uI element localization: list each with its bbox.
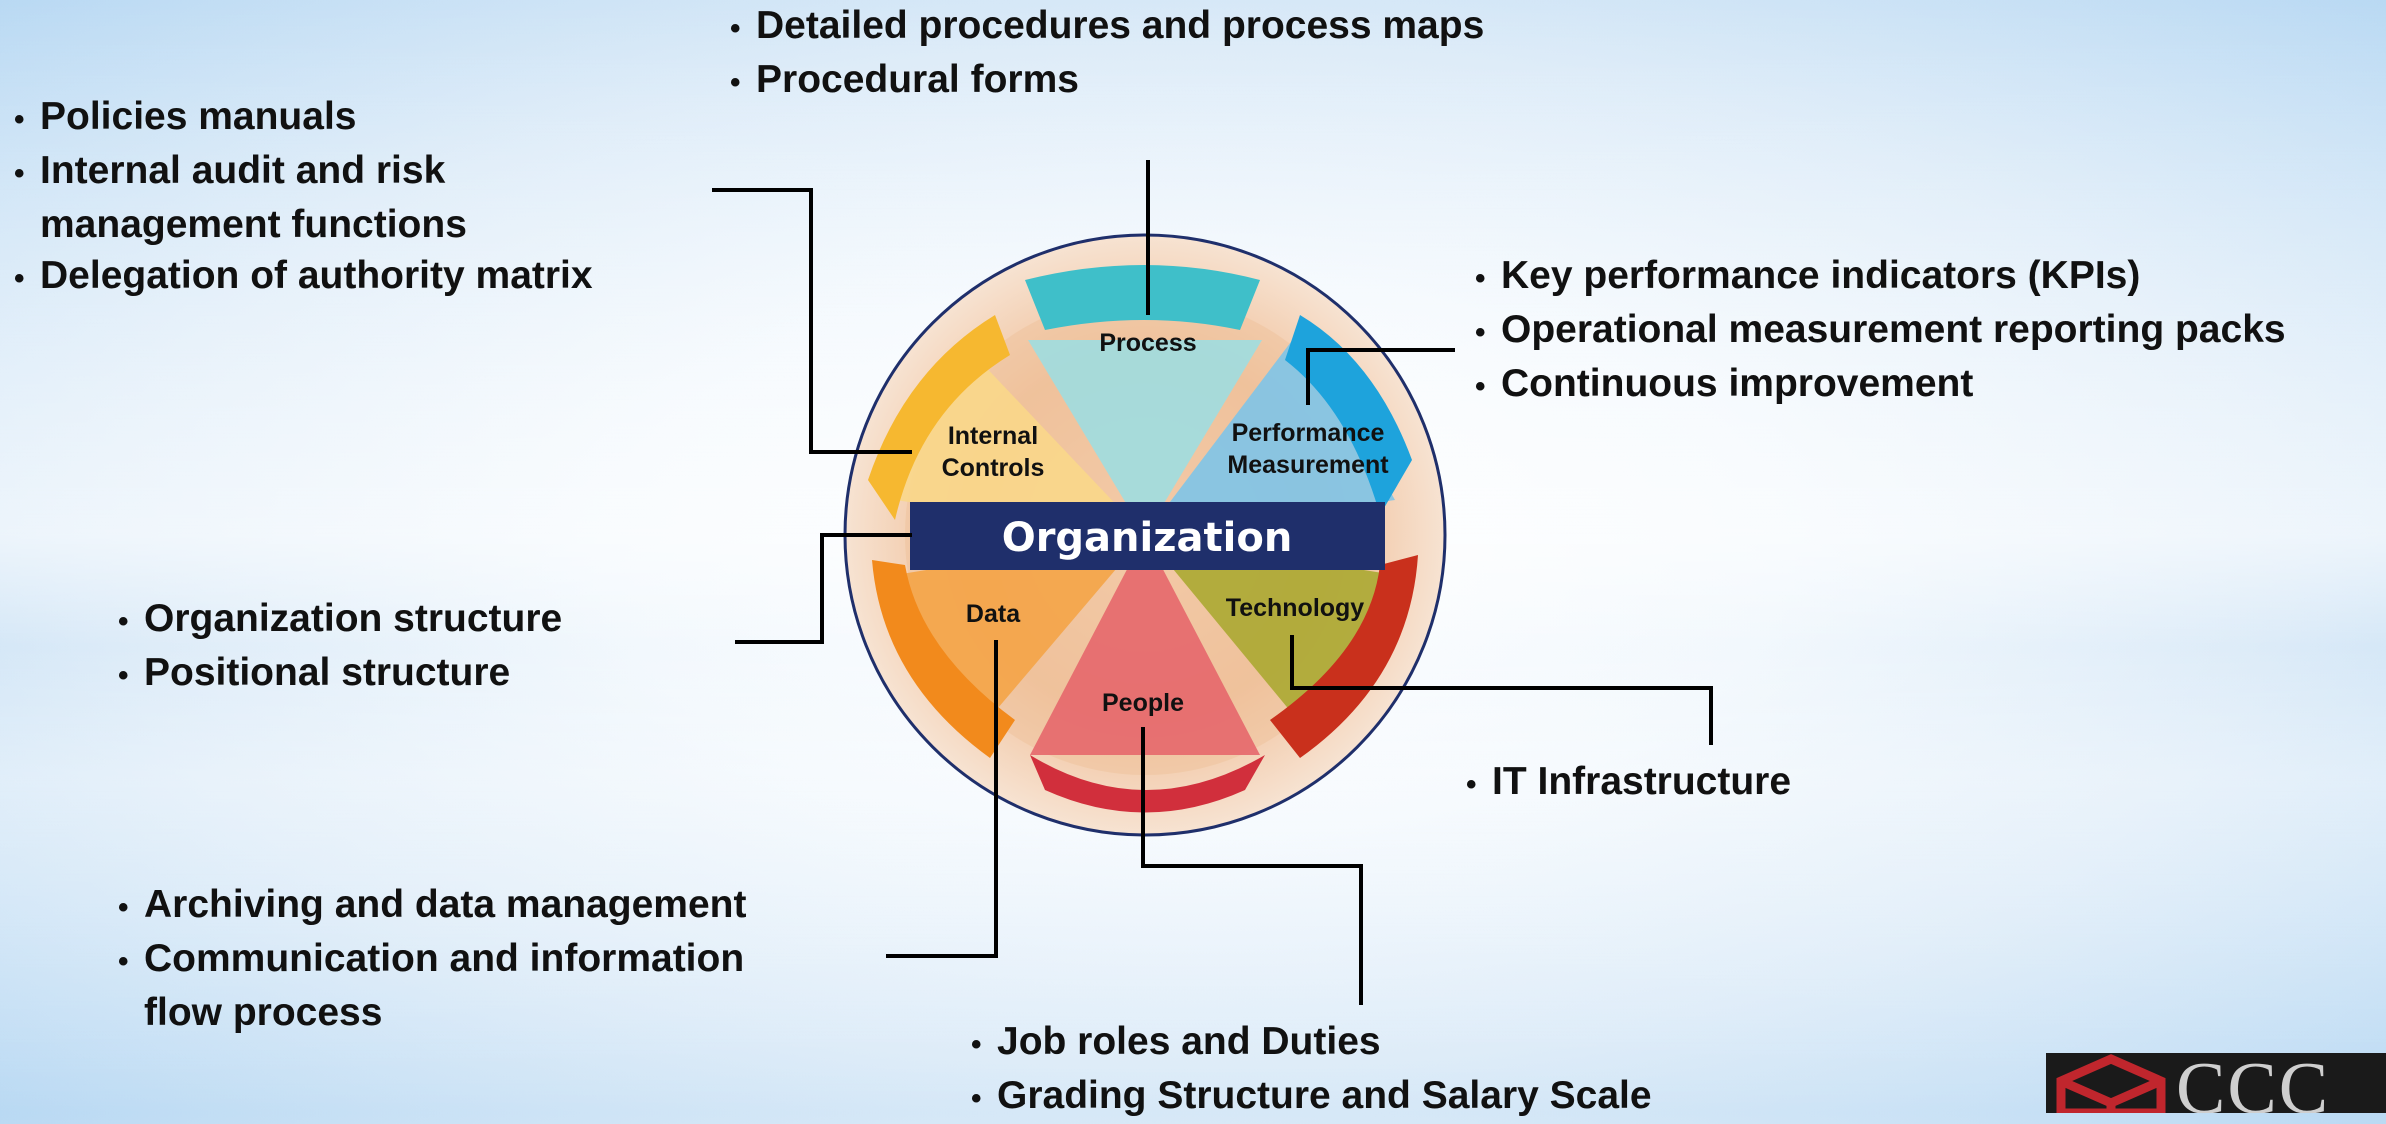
segment-label-process: Process bbox=[1099, 329, 1196, 357]
list-item: Communication and information flow proces… bbox=[118, 933, 746, 1038]
segment-label-controls: Controls bbox=[942, 454, 1045, 482]
callout-data: Archiving and data management Communicat… bbox=[118, 879, 746, 1038]
list-item: Delegation of authority matrix bbox=[14, 250, 593, 304]
list-item-line: Internal audit and risk bbox=[40, 149, 446, 192]
arc-technology bbox=[1270, 555, 1418, 758]
segment-label-performance: Performance bbox=[1232, 419, 1385, 447]
list-item: Procedural forms bbox=[730, 54, 1484, 108]
callout-internal-controls: Policies manuals Internal audit and risk… bbox=[14, 91, 593, 304]
list-item-line: management functions bbox=[40, 203, 467, 246]
list-item: Job roles and Duties bbox=[971, 1016, 1652, 1070]
list-item: IT Infrastructure bbox=[1466, 756, 1791, 810]
callout-performance: Key performance indicators (KPIs) Operat… bbox=[1475, 250, 2286, 412]
list-item: Positional structure bbox=[118, 647, 562, 701]
arc-people bbox=[1030, 755, 1265, 813]
connector-performance bbox=[1306, 348, 1455, 405]
list-item: Continuous improvement bbox=[1475, 358, 2286, 412]
segment-label-people: People bbox=[1102, 689, 1184, 717]
arc-internal-controls bbox=[868, 315, 1010, 520]
list-item: Archiving and data management bbox=[118, 879, 746, 933]
logo-text: CCC bbox=[2176, 1053, 2331, 1113]
organization-label: Organization bbox=[1002, 515, 1293, 561]
connector-technology bbox=[1290, 635, 1713, 745]
list-item: Operational measurement reporting packs bbox=[1475, 304, 2286, 358]
organization-bar bbox=[910, 502, 1385, 570]
connector-data bbox=[886, 640, 998, 958]
list-item-line: flow process bbox=[144, 991, 383, 1034]
cube-logo-icon bbox=[2056, 1054, 2166, 1113]
segment-label-technology: Technology bbox=[1226, 594, 1365, 622]
list-item: Organization structure bbox=[118, 593, 562, 647]
arc-data bbox=[872, 560, 1015, 758]
segment-label-data: Data bbox=[966, 600, 1021, 628]
list-item-line: Communication and information bbox=[144, 937, 745, 980]
company-logo: CCC bbox=[2046, 1053, 2386, 1113]
callout-organization: Organization structure Positional struct… bbox=[118, 593, 562, 701]
connector-people bbox=[1141, 727, 1363, 1005]
list-item: Detailed procedures and process maps bbox=[730, 0, 1484, 54]
list-item: Grading Structure and Salary Scale bbox=[971, 1070, 1652, 1124]
wedge-process bbox=[1028, 340, 1262, 535]
connector-internal-controls bbox=[712, 188, 912, 454]
callout-process: Detailed procedures and process maps Pro… bbox=[730, 0, 1484, 108]
callout-technology: IT Infrastructure bbox=[1466, 756, 1791, 810]
callout-people: Job roles and Duties Grading Structure a… bbox=[971, 1016, 1652, 1124]
list-item: Internal audit and risk management functi… bbox=[14, 145, 593, 250]
list-item: Policies manuals bbox=[14, 91, 593, 145]
arc-process bbox=[1025, 265, 1260, 330]
segment-label-measurement: Measurement bbox=[1227, 451, 1389, 479]
wedge-people bbox=[1030, 535, 1260, 755]
wedge-performance bbox=[1145, 330, 1395, 535]
list-item: Key performance indicators (KPIs) bbox=[1475, 250, 2286, 304]
segment-label-internal: Internal bbox=[948, 422, 1038, 450]
connector-organization bbox=[735, 533, 912, 644]
arc-performance bbox=[1285, 315, 1412, 515]
